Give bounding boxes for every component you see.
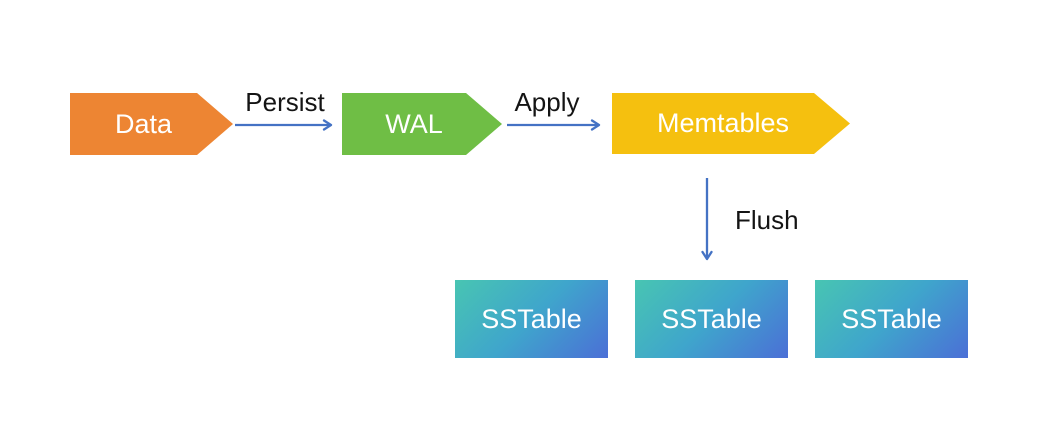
node-sstable-2-label: SSTable bbox=[661, 303, 762, 334]
node-wal: WAL bbox=[342, 93, 502, 155]
edge-label-apply: Apply bbox=[514, 87, 580, 117]
node-wal-label: WAL bbox=[385, 108, 443, 139]
edge-label-flush: Flush bbox=[735, 205, 799, 235]
node-memtables-label: Memtables bbox=[656, 108, 790, 138]
node-data-label: Data bbox=[114, 108, 173, 139]
node-sstable-3: SSTable bbox=[815, 280, 968, 358]
node-sstable-3-label: SSTable bbox=[841, 303, 942, 334]
node-sstable-2: SSTable bbox=[635, 280, 788, 358]
node-sstable-1-label: SSTable bbox=[481, 303, 582, 334]
node-memtables: Memtables bbox=[612, 93, 850, 154]
edge-label-persist: Persist bbox=[245, 87, 325, 117]
node-sstable-1: SSTable bbox=[455, 280, 608, 358]
node-data: Data bbox=[70, 93, 233, 155]
